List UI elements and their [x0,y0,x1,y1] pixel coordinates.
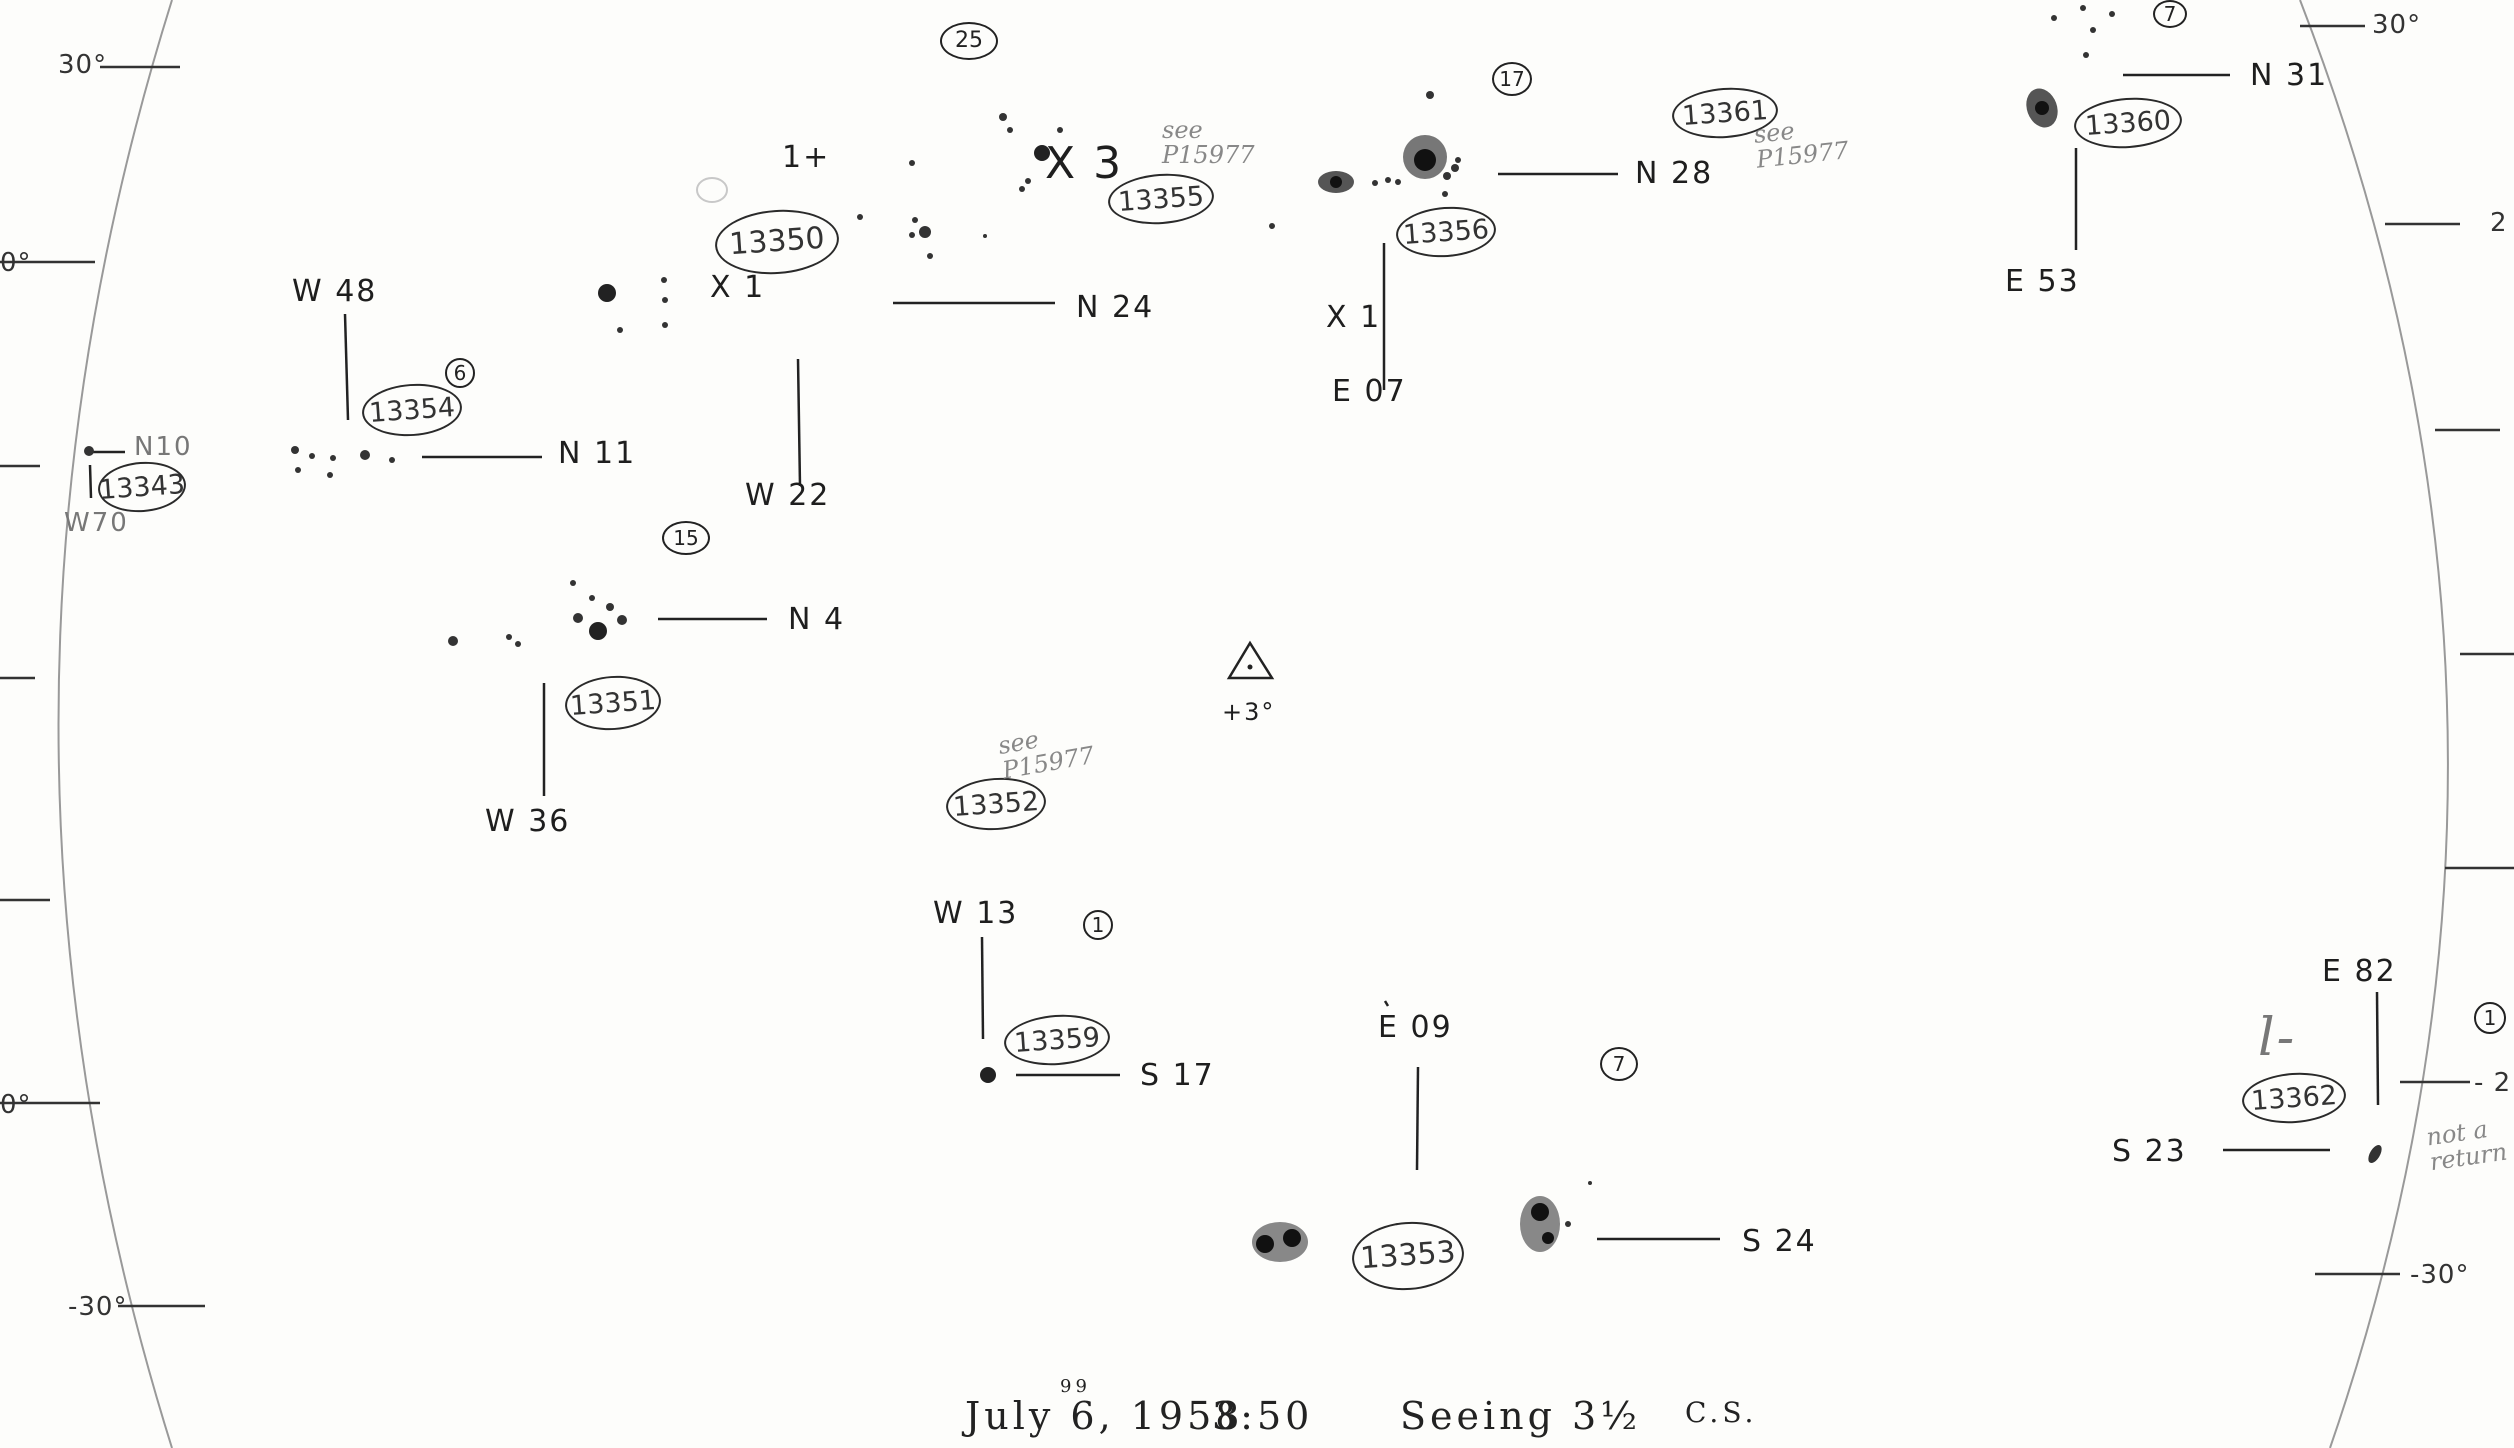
left-scale-label-4: 0° [0,1090,32,1120]
offset-s23: S 23 [2112,1134,2187,1169]
circled-count-7-bottom: 7 [1600,1047,1638,1081]
offset-e09: E 09 [1378,1010,1453,1045]
offset-w70: W70 [64,508,129,538]
left-scale-label-bottom: -30° [68,1292,128,1322]
offset-n31: N 31 [2250,58,2329,93]
marker-x1-left: X 1 [710,270,766,305]
offset-n24: N 24 [1076,290,1155,325]
offset-e07: E 07 [1332,374,1407,409]
marker-x1-mid: X 1 [1326,300,1382,335]
circled-count-25: 25 [940,22,998,60]
field-circle-left-arc [57,0,173,1448]
center-offset-label: +3° [1222,698,1276,726]
ghost-scribbles [696,177,728,203]
marker-x3: X 3 [1045,138,1124,189]
circled-count-1-right: 1 [2474,1002,2506,1034]
right-scale-label-bottom: -30° [2410,1260,2470,1290]
right-scale-label-2: 2 [2490,208,2508,238]
footer-initials: C.S. [1685,1396,1758,1429]
offset-pointer-lines [88,73,2380,1241]
marker-l: l- [2258,1008,2297,1068]
footer-date-superscript: 99 [1060,1376,1091,1397]
offset-w22: W 22 [745,478,831,513]
footer-date: July 6, 1958 [965,1394,1244,1438]
left-scale-label-2: 0° [0,248,32,278]
offset-n11: N 11 [558,436,637,471]
offset-s17: S 17 [1140,1058,1215,1093]
offset-e82: E 82 [2322,954,2397,989]
left-scale-label-top: 30° [58,50,108,80]
star-images [84,5,2382,1262]
right-scale-ticks [2300,24,2514,1276]
circled-count-15: 15 [662,521,710,555]
right-scale-label-5: - 2 [2474,1068,2512,1098]
circled-count-6: 6 [445,358,475,388]
left-scale-ticks [0,65,205,1308]
offset-e53: E 53 [2005,264,2080,299]
footer-seeing: Seeing 3½ [1400,1394,1642,1438]
field-circle-right-arc [2299,0,2449,1448]
offset-s24: S 24 [1742,1224,1817,1259]
circled-count-1-mid: 1 [1083,910,1113,940]
marker-one-plus: 1+ [782,140,831,175]
offset-w36: W 36 [485,804,571,839]
offset-n4: N 4 [788,602,846,637]
center-marker-triangle [1226,640,1275,680]
right-scale-label-top: 30° [2372,10,2422,40]
circled-count-17: 17 [1492,62,1532,96]
offset-w48: W 48 [292,274,378,309]
offset-n28: N 28 [1635,156,1714,191]
offset-n10: N10 [134,432,193,462]
circled-count-7-top: 7 [2153,0,2187,28]
footer-time: 3:50 [1212,1394,1314,1438]
offset-w13: W 13 [933,896,1019,931]
